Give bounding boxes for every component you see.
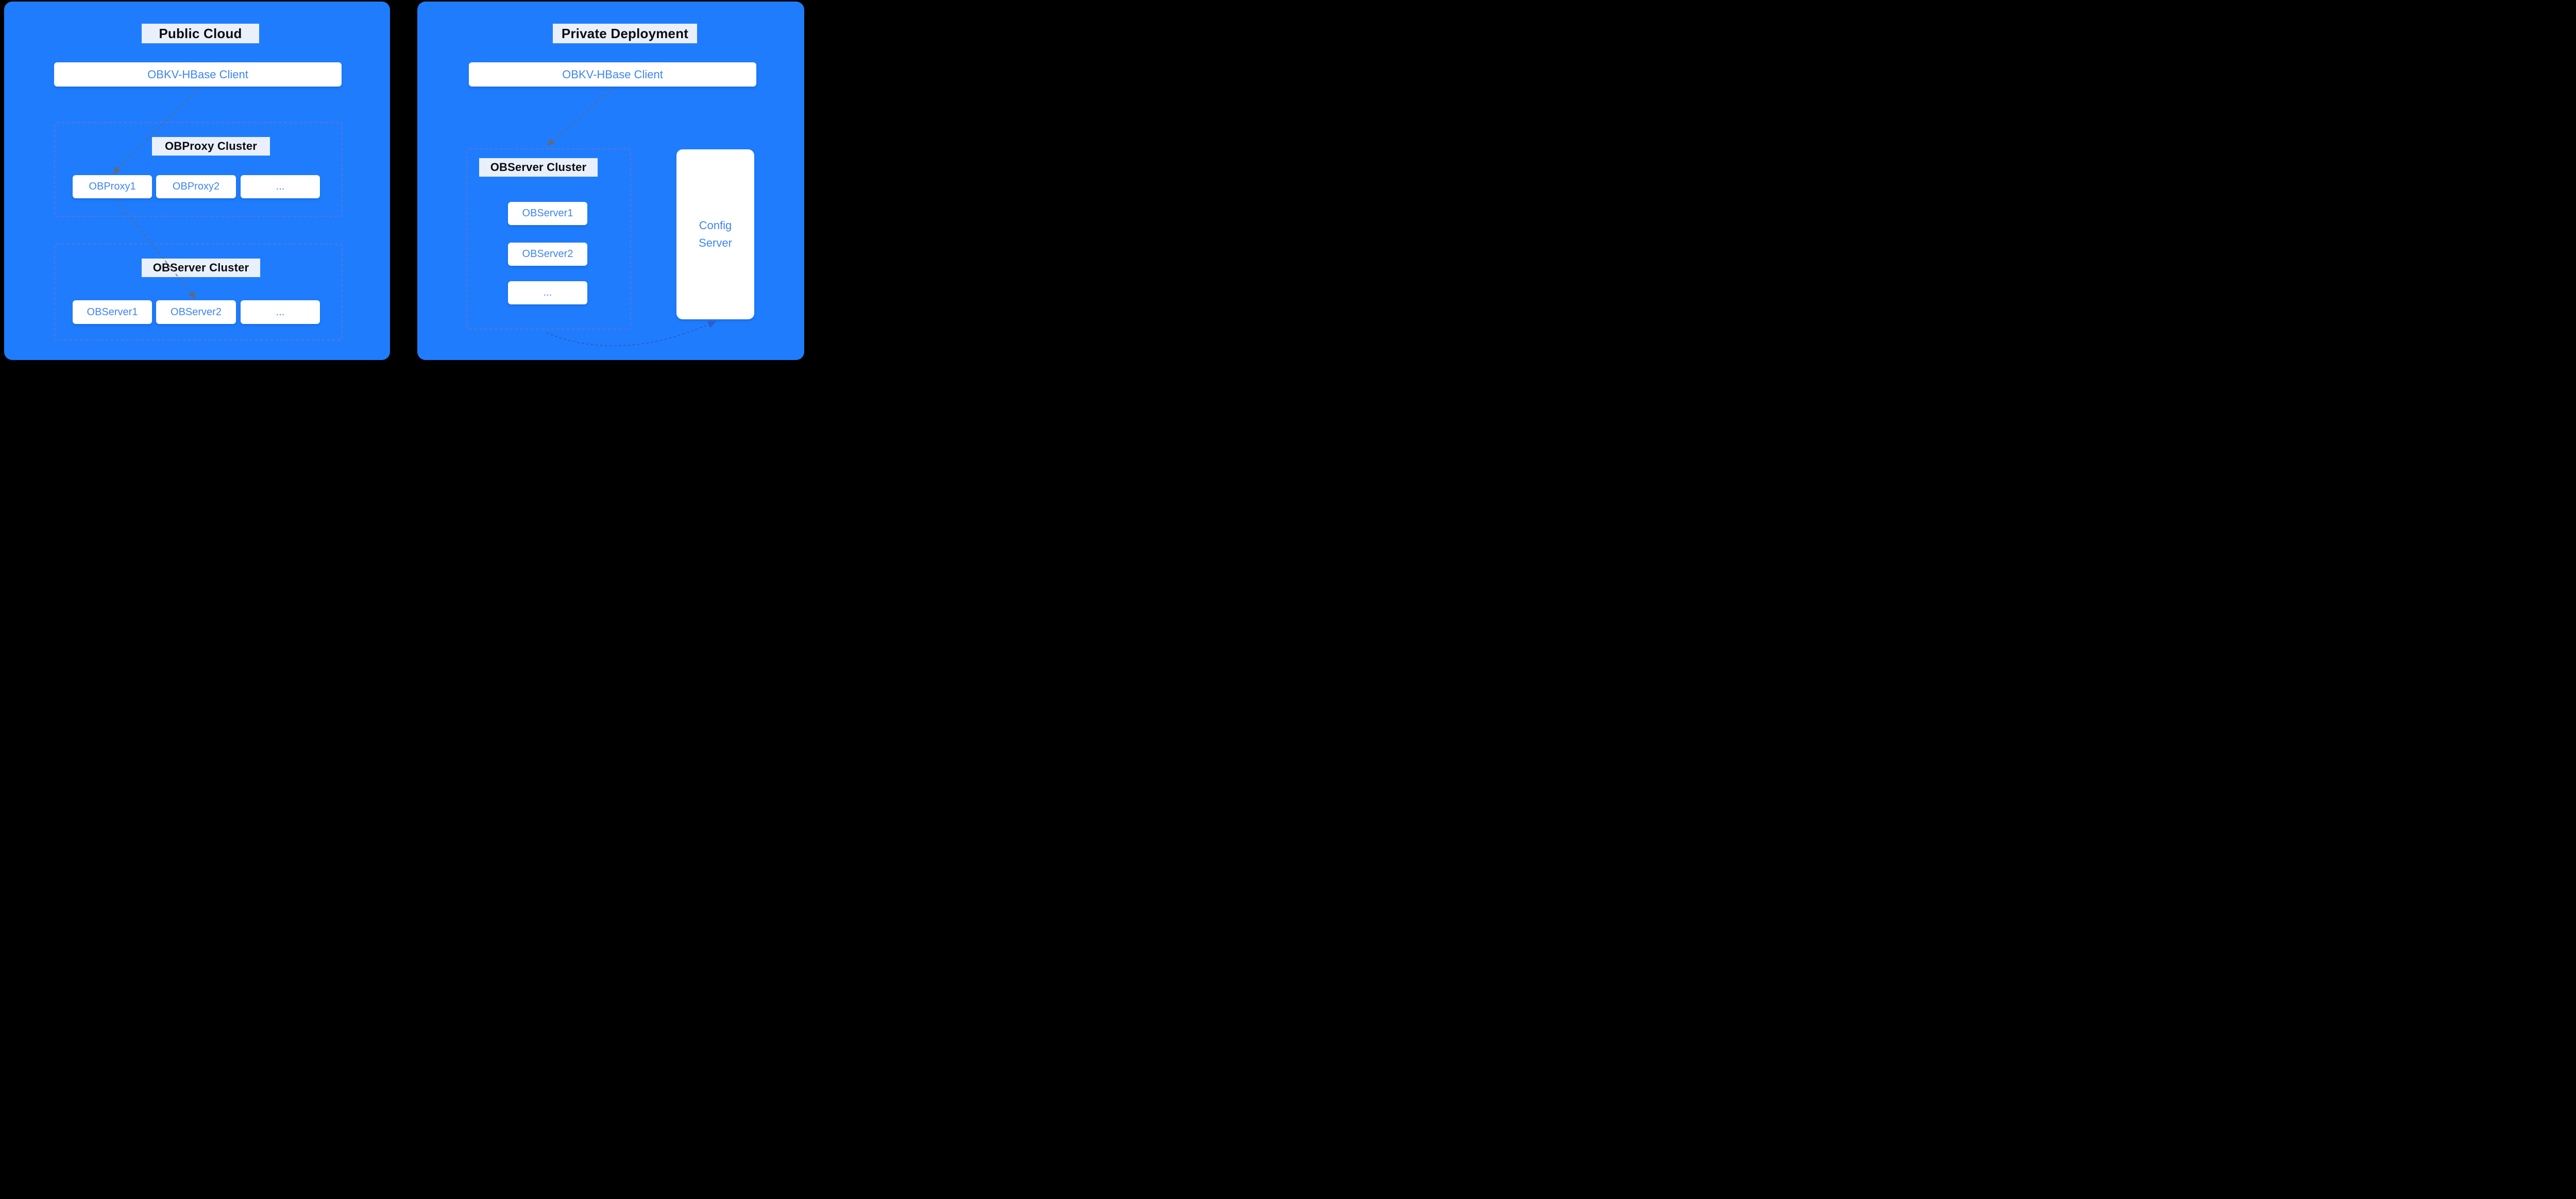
node-observer2-left: OBServer2 xyxy=(156,300,236,324)
node-obproxy2: OBProxy2 xyxy=(156,175,236,198)
node-observer-ellipsis-right: ... xyxy=(508,281,587,304)
node-observer1-left: OBServer1 xyxy=(73,300,152,324)
arrow-client-to-observer-cluster xyxy=(547,87,615,146)
diagram-canvas: Public Cloud OBKV-HBase Client OBProxy C… xyxy=(0,0,808,362)
node-observer-ellipsis-left: ... xyxy=(241,300,320,324)
node-obproxy1: OBProxy1 xyxy=(73,175,152,198)
obproxy-cluster-label: OBProxy Cluster xyxy=(152,137,270,156)
obkv-hbase-client-box-left: OBKV-HBase Client xyxy=(54,62,342,87)
config-server-box: Config Server xyxy=(676,149,754,319)
observer-cluster-label-right: OBServer Cluster xyxy=(479,158,598,177)
obkv-hbase-client-box-right: OBKV-HBase Client xyxy=(469,62,756,87)
node-obproxy-ellipsis: ... xyxy=(241,175,320,198)
private-deployment-panel: Private Deployment OBKV-HBase Client OBS… xyxy=(417,2,804,360)
public-cloud-title: Public Cloud xyxy=(142,24,259,43)
private-deployment-title: Private Deployment xyxy=(553,24,697,43)
obproxy-cluster-region xyxy=(54,122,343,217)
observer-cluster-region-left xyxy=(54,244,343,340)
public-cloud-panel: Public Cloud OBKV-HBase Client OBProxy C… xyxy=(4,2,390,360)
observer-cluster-label-left: OBServer Cluster xyxy=(142,259,260,277)
node-observer2-right: OBServer2 xyxy=(508,243,587,266)
node-observer1-right: OBServer1 xyxy=(508,202,587,225)
